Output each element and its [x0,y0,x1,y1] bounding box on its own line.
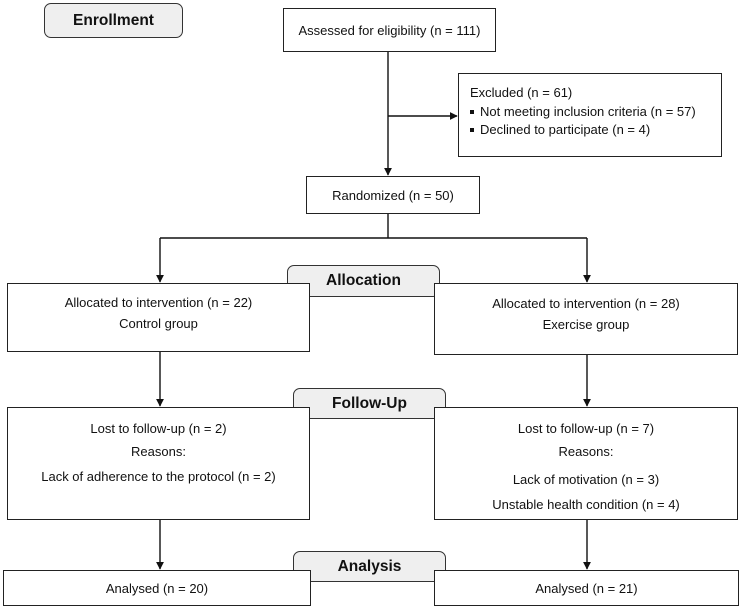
exercise-reason-item: Unstable health condition (n = 4) [492,497,680,512]
control-allocated-text: Allocated to intervention (n = 22) [64,294,253,310]
exercise-analysed-text: Analysed (n = 21) [535,580,638,596]
control-group-text: Control group [119,315,198,331]
enrollment-stage-label: Enrollment [44,3,183,38]
control-reasons-label: Reasons: [131,444,186,459]
excluded-item: Not meeting inclusion criteria (n = 57) [470,103,721,121]
enrollment-label-text: Enrollment [73,11,154,29]
excluded-title: Excluded (n = 61) [470,85,573,100]
excluded-item: Declined to participate (n = 4) [470,121,721,139]
allocation-label-text: Allocation [326,272,401,289]
exercise-reason-item: Lack of motivation (n = 3) [512,472,660,487]
excluded-item-text: Declined to participate (n = 4) [480,122,651,137]
analysis-stage-label: Analysis [293,551,446,582]
bullet-icon [470,128,474,132]
allocation-stage-label: Allocation [287,265,440,297]
exercise-reasons-label: Reasons: [558,444,614,459]
randomized-box: Randomized (n = 50) [306,176,480,214]
exercise-followup-box: Lost to follow-up (n = 7) Reasons: Lack … [434,407,738,520]
exercise-group-text: Exercise group [542,317,630,332]
bullet-icon [470,110,474,114]
excluded-item-text: Not meeting inclusion criteria (n = 57) [480,104,696,119]
control-analysed-text: Analysed (n = 20) [105,580,209,596]
control-lost-text: Lost to follow-up (n = 2) [90,421,227,436]
exercise-lost-text: Lost to follow-up (n = 7) [517,421,655,436]
followup-stage-label: Follow-Up [293,388,446,419]
control-reason-item: Lack of adherence to the protocol (n = 2… [41,469,276,484]
exercise-allocated-text: Allocated to intervention (n = 28) [492,296,680,311]
followup-label-text: Follow-Up [332,394,407,412]
assessed-text: Assessed for eligibility (n = 111) [298,22,481,38]
control-followup-box: Lost to follow-up (n = 2) Reasons: Lack … [7,407,310,520]
analysis-label-text: Analysis [337,557,402,575]
assessed-box: Assessed for eligibility (n = 111) [283,8,496,52]
excluded-box: Excluded (n = 61) Not meeting inclusion … [458,73,722,157]
exercise-analysis-box: Analysed (n = 21) [434,570,739,606]
control-analysis-box: Analysed (n = 20) [3,570,311,606]
exercise-allocation-box: Allocated to intervention (n = 28) Exerc… [434,283,738,355]
randomized-text: Randomized (n = 50) [332,187,454,203]
control-allocation-box: Allocated to intervention (n = 22) Contr… [7,283,310,352]
